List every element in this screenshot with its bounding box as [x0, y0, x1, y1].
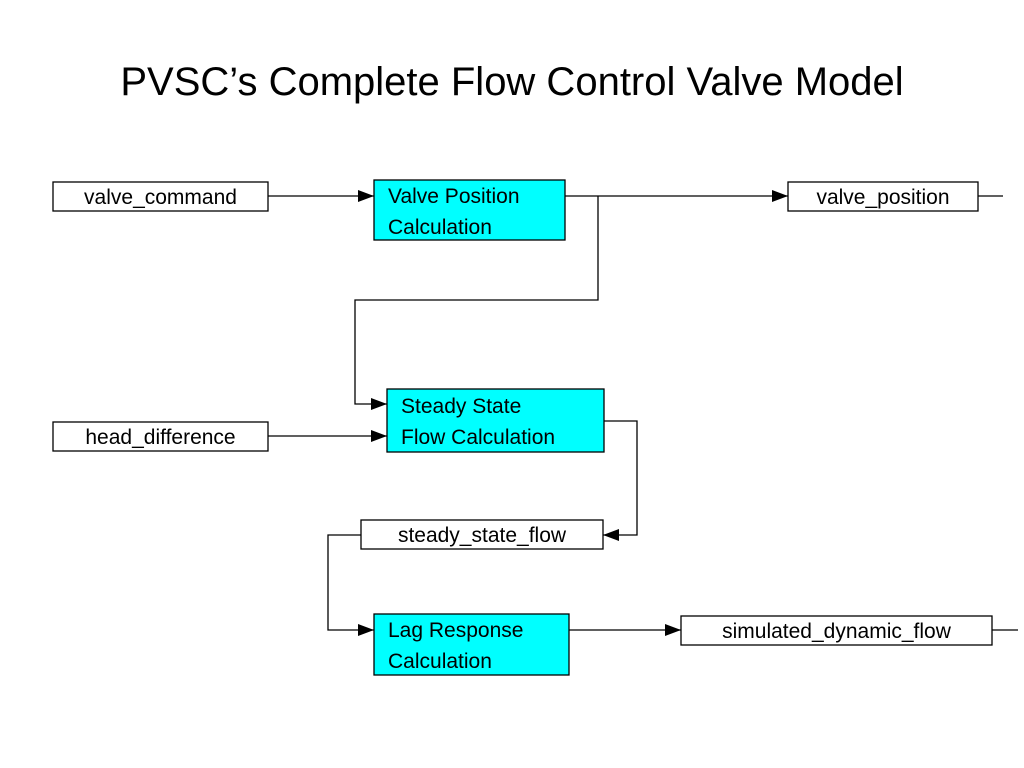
variable-valve-command-label: valve_command — [84, 186, 237, 209]
variable-simulated-dynamic-flow: simulated_dynamic_flow — [680, 615, 993, 646]
slide-title: PVSC’s Complete Flow Control Valve Model — [120, 60, 904, 104]
connectors — [268, 190, 1018, 636]
calc-valve-position-line2: Calculation — [388, 216, 492, 239]
calc-lag-response: Lag Response Calculation — [373, 613, 570, 676]
variable-head-difference-box — [52, 421, 269, 452]
calc-lag-response-box — [373, 613, 570, 676]
variable-valve-command-box — [52, 181, 269, 212]
calc-steady-state-flow-line2: Flow Calculation — [401, 426, 555, 449]
calc-lag-response-line1: Lag Response — [388, 619, 523, 642]
calc-valve-position-line1: Valve Position — [388, 185, 520, 208]
calc-valve-position-box — [373, 179, 566, 241]
variable-valve-position-label: valve_position — [816, 186, 949, 209]
variable-steady-state-flow-box — [360, 519, 604, 550]
calc-steady-state-flow-line1: Steady State — [401, 395, 521, 418]
calc-steady-state-flow: Steady State Flow Calculation — [386, 388, 605, 453]
connector-valve-position-calc-to-steady-state-calc — [354, 196, 599, 410]
variable-head-difference-label: head_difference — [85, 426, 235, 449]
variable-simulated-dynamic-flow-label: simulated_dynamic_flow — [722, 620, 952, 643]
variable-valve-position: valve_position — [787, 181, 979, 212]
calc-steady-state-flow-box — [386, 388, 605, 453]
connector-steady-state-calc-to-steady-state-flow — [603, 420, 638, 541]
variable-steady-state-flow: steady_state_flow — [360, 519, 604, 550]
variable-valve-position-box — [787, 181, 979, 212]
variable-head-difference: head_difference — [52, 421, 269, 452]
variable-simulated-dynamic-flow-box — [680, 615, 993, 646]
variable-valve-command: valve_command — [52, 181, 269, 212]
variable-steady-state-flow-label: steady_state_flow — [398, 524, 567, 547]
connector-steady-state-flow-to-lag-calc — [327, 534, 374, 636]
calc-valve-position: Valve Position Calculation — [373, 179, 566, 241]
calc-lag-response-line2: Calculation — [388, 650, 492, 673]
